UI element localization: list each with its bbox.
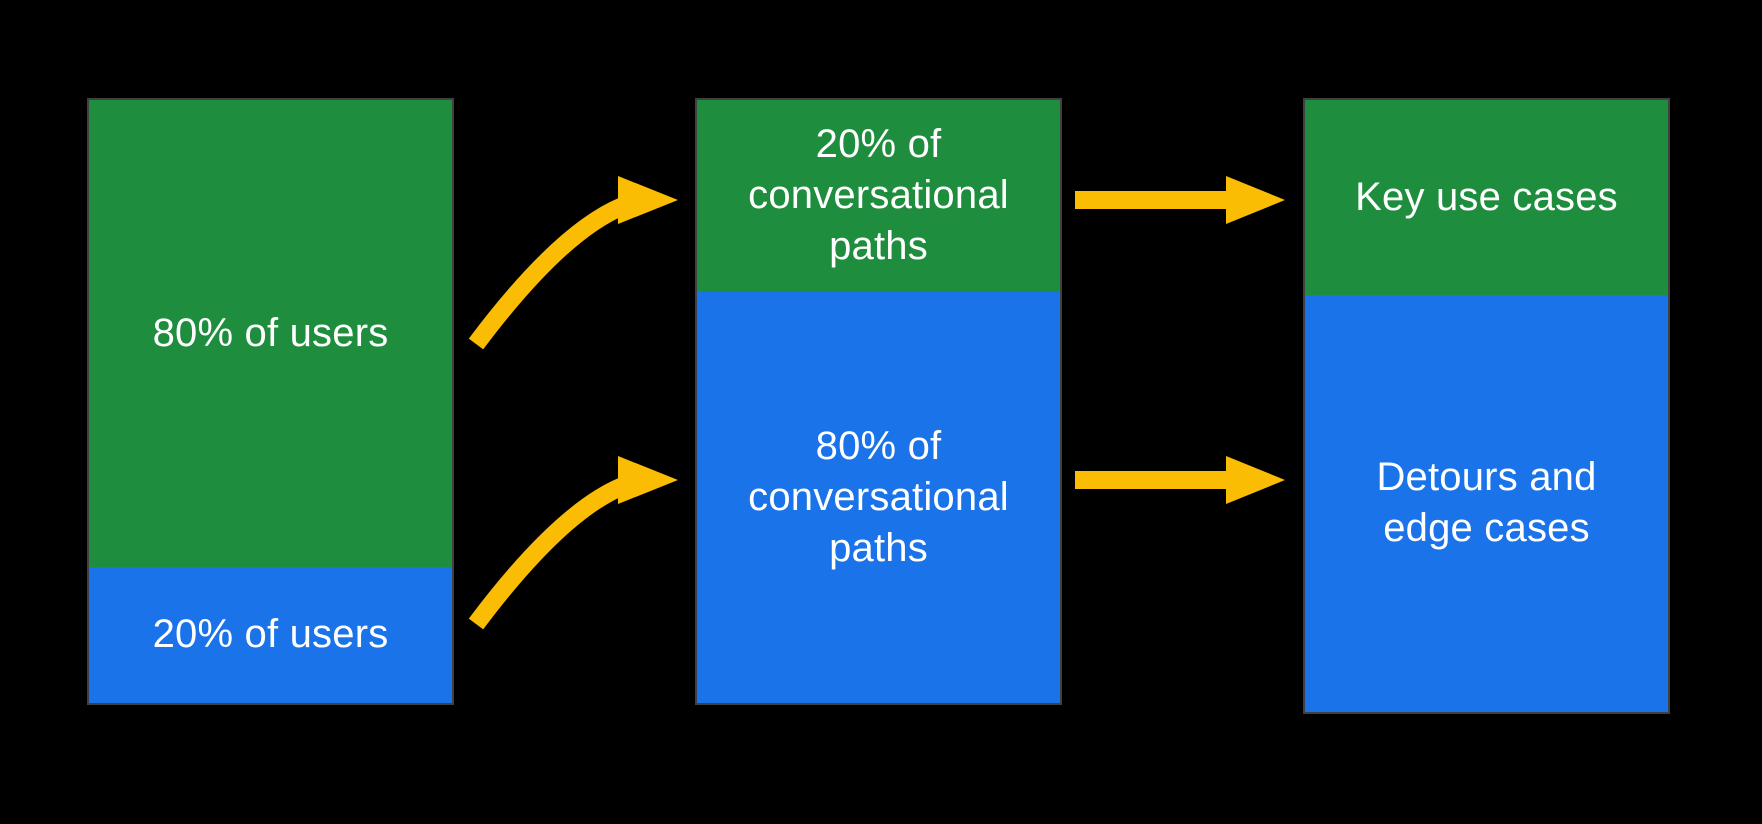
users-minority-segment: 20% of users [89, 566, 452, 703]
paths-minority-segment: 20% of conversational paths [697, 100, 1060, 292]
users-minority-label: 20% of users [152, 612, 389, 657]
straight-arrow-icon-paths-to-key-use-cases [1075, 176, 1285, 224]
curved-arrow-icon-users-to-paths-top [468, 176, 678, 350]
paths-minority-label: 20% of conversational paths [748, 122, 1009, 269]
outcomes-bar: Key use cases Detours and edge cases [1303, 98, 1670, 714]
detours-edge-cases-label: Detours and edge cases [1376, 455, 1597, 551]
key-use-cases-label: Key use cases [1355, 174, 1618, 219]
detours-edge-cases-segment: Detours and edge cases [1305, 294, 1668, 712]
paths-majority-label: 80% of conversational paths [748, 423, 1009, 570]
key-use-cases-segment: Key use cases [1305, 100, 1668, 295]
users-bar: 80% of users 20% of users [87, 98, 454, 705]
conversational-paths-bar: 20% of conversational paths 80% of conve… [695, 98, 1062, 705]
straight-arrow-icon-paths-to-detours [1075, 456, 1285, 504]
curved-arrow-icon-users-to-paths-bottom [468, 456, 678, 630]
users-majority-segment: 80% of users [89, 100, 452, 567]
users-majority-label: 80% of users [152, 310, 389, 355]
paths-majority-segment: 80% of conversational paths [697, 291, 1060, 703]
